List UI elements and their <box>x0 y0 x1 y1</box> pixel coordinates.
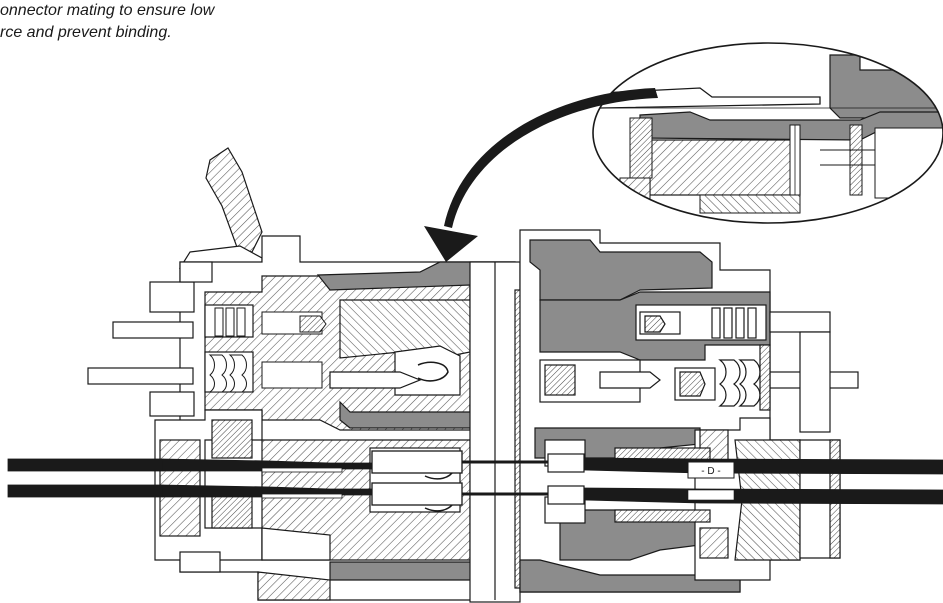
callout-d-label: - D - <box>701 466 720 477</box>
curved-callout-arrow-icon <box>424 88 658 262</box>
caption-line-1: onnector mating to ensure low <box>0 2 215 19</box>
connector-assembly <box>7 147 943 603</box>
magnified-detail-circle-icon <box>592 42 943 224</box>
caption-text: onnector mating to ensure low rce and pr… <box>0 0 320 44</box>
caption-line-2: rce and prevent binding. <box>0 24 172 41</box>
